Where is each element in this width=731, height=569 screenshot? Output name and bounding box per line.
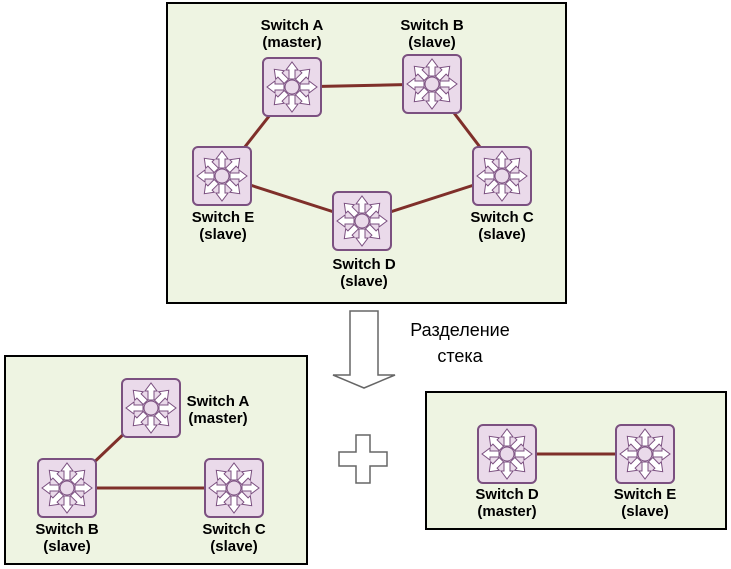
left-switch-c-label: Switch C(slave) [202, 521, 266, 555]
top-switch-a-icon [262, 57, 322, 117]
right-switch-d-label: Switch D(master) [475, 486, 539, 520]
left-switch-a-label: Switch A(master) [186, 393, 250, 427]
top-switch-b-icon [402, 54, 462, 114]
switch-icons [37, 54, 675, 518]
top-switch-a-label: Switch A(master) [260, 17, 324, 51]
right-switch-e-label: Switch E(slave) [613, 486, 677, 520]
top-switch-d-label: Switch D(slave) [332, 256, 396, 290]
top-switch-e-icon [192, 146, 252, 206]
down-arrow [332, 310, 396, 389]
right-switch-d-icon [477, 424, 537, 484]
top-switch-d-icon [332, 191, 392, 251]
top-switch-c-label: Switch C(slave) [470, 209, 534, 243]
left-switch-a-icon [121, 378, 181, 438]
plus-sign [338, 434, 388, 484]
right-switch-e-icon [615, 424, 675, 484]
top-switch-b-label: Switch B(slave) [400, 17, 464, 51]
right-stack-panel [425, 391, 727, 530]
left-switch-b-label: Switch B(slave) [35, 521, 99, 555]
top-switch-c-icon [472, 146, 532, 206]
top-switch-e-label: Switch E(slave) [191, 209, 255, 243]
left-switch-c-icon [204, 458, 264, 518]
left-switch-b-icon [37, 458, 97, 518]
